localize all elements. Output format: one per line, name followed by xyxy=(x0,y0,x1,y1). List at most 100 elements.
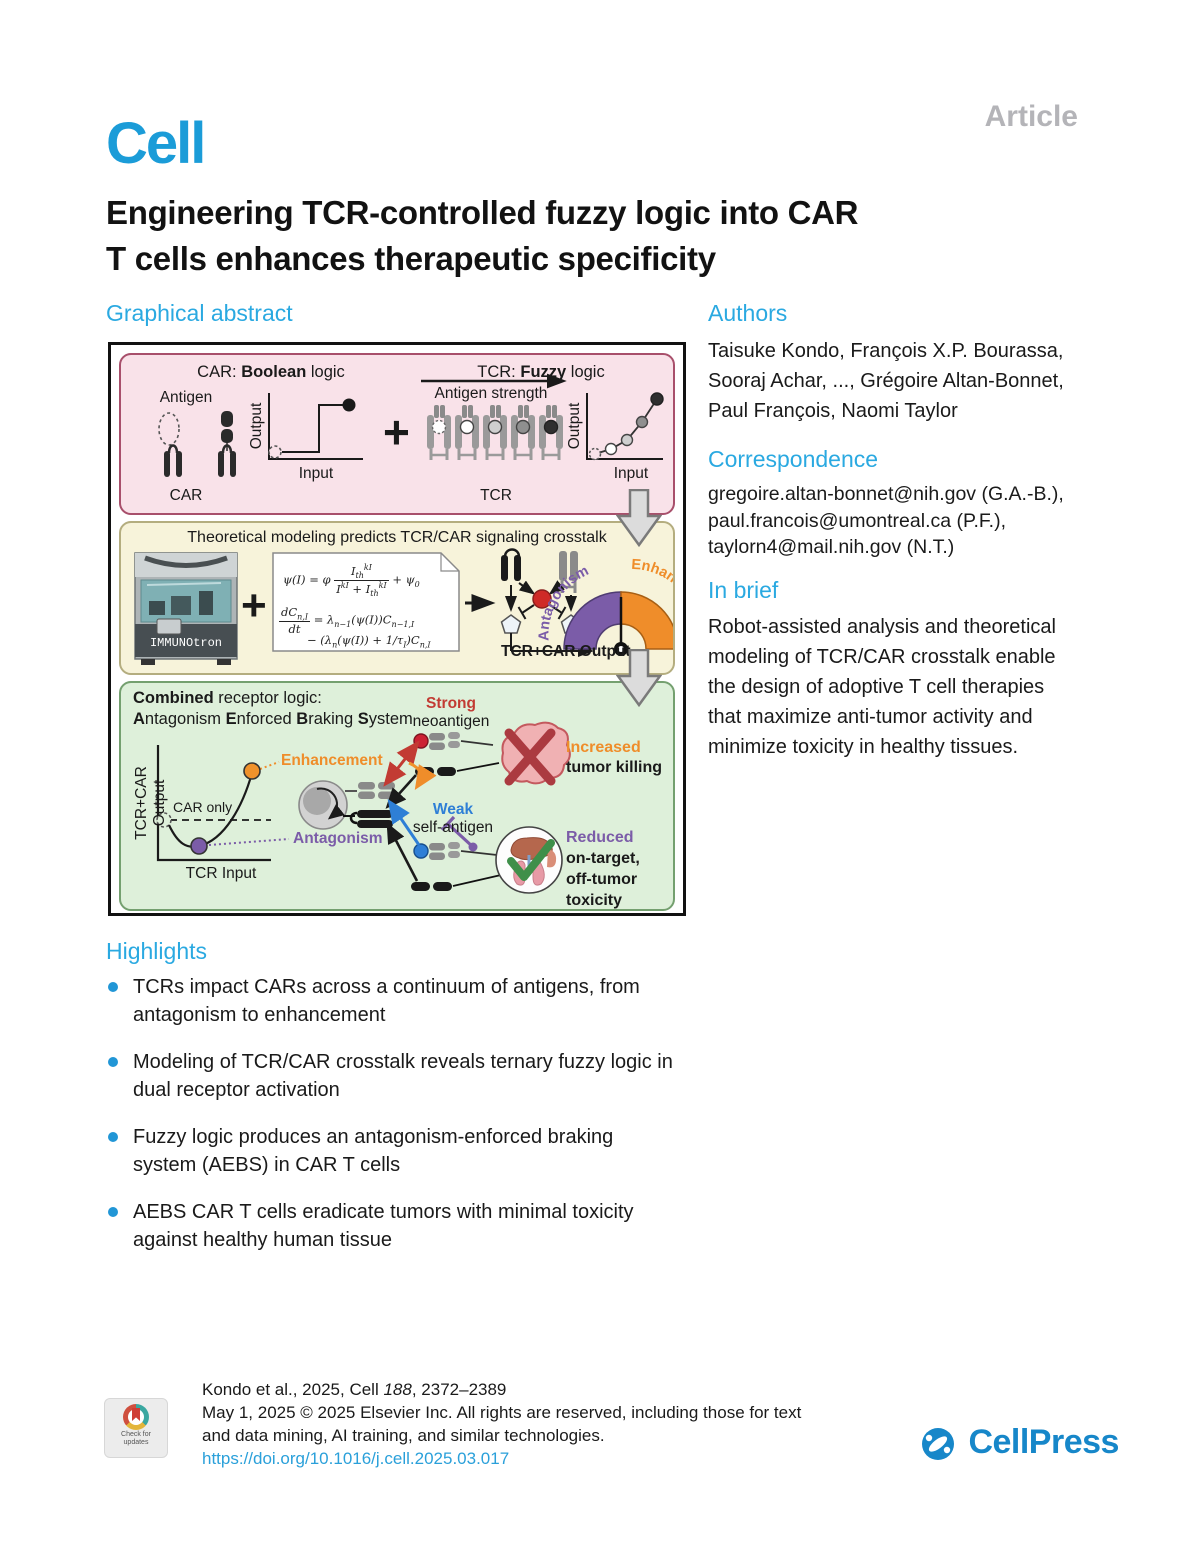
fuzzy-plot-ylabel: Output xyxy=(566,402,583,450)
highlight-text: Fuzzy logic produces an antagonism-enfor… xyxy=(133,1126,614,1176)
in-brief-text: Robot-assisted analysis and theoretical … xyxy=(708,616,1056,758)
check-icon xyxy=(507,839,555,881)
signal-pentagon-icon xyxy=(500,614,522,634)
boolean-step-plot xyxy=(268,393,363,460)
car-antigen-receptor-icon xyxy=(415,762,500,776)
copyright-line2: and data mining, AI training, and simila… xyxy=(202,1426,605,1445)
car-engagement-arrow-top xyxy=(385,774,417,809)
car-receptor-icon xyxy=(164,444,236,477)
correspondence-email[interactable]: gregoire.altan-bonnet@nih.gov (G.A.-B.), xyxy=(708,483,1064,505)
enhancement-label: Enhancement xyxy=(281,752,383,769)
toxicity-label: toxicity xyxy=(566,892,623,909)
weak-label: Weak xyxy=(432,801,474,818)
authors-line: Paul François, Naomi Taylor xyxy=(708,400,958,422)
on-target-label: on-target, xyxy=(566,850,640,867)
in-brief-heading: In brief xyxy=(708,577,779,603)
plus-icon: + xyxy=(383,406,410,458)
combined-logic-title: Combined receptor logic: xyxy=(133,689,322,707)
inhibitory-node-icon xyxy=(532,589,552,609)
strong-tcr-arrow xyxy=(383,740,420,787)
panel-receptor-logic-graphics xyxy=(158,373,664,477)
correspondence-email[interactable]: paul.francois@umontreal.ca (P.F.), xyxy=(708,509,1006,532)
panel-combined-graphics xyxy=(156,721,571,894)
off-tumor-label: off-tumor xyxy=(566,871,638,888)
bullet-icon xyxy=(108,1207,118,1217)
panel-combined-logic: Combined receptor logic: Antagonism Enfo… xyxy=(119,681,675,911)
copyright-line1: May 1, 2025 © 2025 Elsevier Inc. All rig… xyxy=(202,1403,802,1422)
healthy-tissue-icon xyxy=(495,826,563,894)
immunotron-robot-icon xyxy=(134,552,238,665)
tumor-killing-label: tumor killing xyxy=(566,759,662,776)
down-arrow-icon xyxy=(616,649,662,707)
highlight-text: TCRs impact CARs across a continuum of a… xyxy=(133,976,640,1026)
equation-box xyxy=(272,552,460,652)
car-label: CAR xyxy=(169,487,203,504)
antagonism-inhibition-arrow xyxy=(440,815,478,852)
car-engagement-arrow-bottom xyxy=(386,822,419,882)
doi-link[interactable]: https://doi.org/10.1016/j.cell.2025.03.0… xyxy=(202,1449,510,1468)
tcr-receptor-row xyxy=(427,405,563,460)
car-antigen-receptor-icon xyxy=(411,874,502,891)
cellpress-wordmark: CellPress xyxy=(968,1422,1119,1461)
cell-journal-logo: Cell xyxy=(106,111,206,176)
aebs-response-plot xyxy=(156,745,290,862)
equation-dcdt-line2: − (λn(ψ(I)) + 1/τI)Cn,I xyxy=(307,633,431,650)
highlight-item: TCRs impact CARs across a continuum of a… xyxy=(106,973,706,1029)
paper-title-line2: T cells enhances therapeutic specificity xyxy=(106,240,716,277)
graphical-abstract-heading: Graphical abstract xyxy=(106,300,293,326)
cellpress-logo: CellPress xyxy=(918,1422,1119,1462)
boolean-plot-xlabel: Input xyxy=(298,465,334,482)
enhancement-point xyxy=(243,762,261,780)
down-arrow-icon xyxy=(616,489,662,547)
car-only-label: CAR only xyxy=(173,799,233,815)
antagonism-enhancement-gauge: Antagonism Enhancement xyxy=(536,557,673,656)
bullet-icon xyxy=(108,1057,118,1067)
highlight-text: AEBS CAR T cells eradicate tumors with m… xyxy=(133,1201,634,1251)
authors-heading: Authors xyxy=(708,300,788,326)
weak-tcr-arrow xyxy=(387,799,421,846)
fuzzy-plot-xlabel: Input xyxy=(613,465,649,482)
paper-title: Engineering TCR-controlled fuzzy logic i… xyxy=(106,190,1086,282)
authors-line: Sooraj Achar, ..., Grégoire Altan-Bonnet… xyxy=(708,370,1064,392)
tcr-label: TCR xyxy=(480,487,512,504)
aebs-subtitle: Antagonism Enforced Braking System xyxy=(133,710,413,728)
highlight-item: Modeling of TCR/CAR crosstalk reveals te… xyxy=(106,1048,706,1104)
citation-line: Kondo et al., 2025, Cell 188, 2372–2389 xyxy=(202,1380,507,1399)
citation-block: Kondo et al., 2025, Cell 188, 2372–2389 … xyxy=(202,1378,842,1470)
plus-icon: + xyxy=(241,581,267,630)
t-cell-icon xyxy=(298,780,395,830)
graphical-abstract-figure: CAR: Boolean logic TCR: Fuzzy logic Anti… xyxy=(108,342,686,916)
panel-theoretical-modeling: Antagonism Enhancement Theoretical model… xyxy=(119,521,675,675)
antagonism-label: Antagonism xyxy=(293,830,383,847)
self-antigen-label: self-antigen xyxy=(412,819,494,836)
boolean-plot-ylabel: Output xyxy=(248,402,265,450)
aebs-plot-ylabel: TCR+CAR Output xyxy=(133,766,168,840)
authors-list: Taisuke Kondo, François X.P. Bourassa, S… xyxy=(708,336,1108,426)
antigen-label: Antigen xyxy=(159,389,213,406)
neoantigen-label: neoantigen xyxy=(412,713,490,730)
crossmark-icon xyxy=(123,1404,149,1430)
highlight-text: Modeling of TCR/CAR crosstalk reveals te… xyxy=(133,1051,673,1101)
correspondence-email[interactable]: taylorn4@mail.nih.gov (N.T.) xyxy=(708,536,955,558)
fuzzy-curve-plot xyxy=(586,392,664,461)
tumor-killed-icon xyxy=(501,721,571,786)
modeling-panel-title: Theoretical modeling predicts TCR/CAR si… xyxy=(187,529,607,546)
strong-neoantigen-receptor-icon xyxy=(413,732,494,750)
correspondence-emails: gregoire.altan-bonnet@nih.gov (G.A.-B.),… xyxy=(708,481,1108,561)
paper-title-line1: Engineering TCR-controlled fuzzy logic i… xyxy=(106,194,859,231)
tcr-fuzzy-title: TCR: Fuzzy logic xyxy=(477,363,605,381)
highlight-item: Fuzzy logic produces an antagonism-enfor… xyxy=(106,1123,706,1179)
check-for-updates-badge[interactable]: Check for updates xyxy=(104,1398,168,1458)
cellpress-icon xyxy=(922,1428,954,1460)
bullet-icon xyxy=(108,1132,118,1142)
increased-label: Increased xyxy=(566,739,641,756)
highlights-heading: Highlights xyxy=(106,938,207,964)
article-type-badge: Article xyxy=(984,100,1078,133)
bullet-icon xyxy=(108,982,118,992)
enhancement-arrow xyxy=(408,761,437,791)
panel-receptor-logic: CAR: Boolean logic TCR: Fuzzy logic Anti… xyxy=(119,353,675,515)
panel-modeling-graphics: Antagonism Enhancement xyxy=(134,548,673,665)
